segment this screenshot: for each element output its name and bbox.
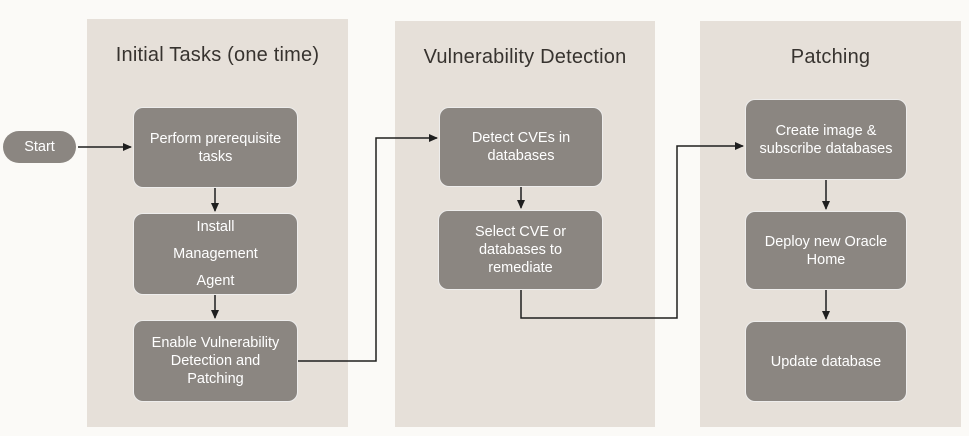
box-deploy-new-oracle-home: Deploy new Oracle Home — [745, 211, 907, 290]
start-pill: Start — [3, 131, 76, 163]
box-detect-cves-in-databases: Detect CVEs in databases — [439, 107, 603, 187]
connector-enable-to-detect-cves — [298, 134, 438, 362]
panel-title-initial-tasks: Initial Tasks (one time) — [115, 44, 320, 66]
box-enable-vulnerability-detection-and-patching: Enable Vulnerability Detection and Patch… — [133, 320, 298, 402]
box-select-cve-or-databases-to-remediate: Select CVE or databases to remediate — [438, 210, 603, 290]
box-install-management-agent: Install Management Agent — [133, 213, 298, 295]
panel-title-patching: Patching — [790, 46, 871, 68]
box-perform-prerequisite-tasks: Perform prerequisite tasks — [133, 107, 298, 188]
box-create-image-subscribe-databases: Create image & subscribe databases — [745, 99, 907, 180]
connector-select-to-create-image — [520, 142, 744, 319]
panel-title-vulnerability-detection: Vulnerability Detection — [423, 46, 627, 68]
box-update-database: Update database — [745, 321, 907, 402]
